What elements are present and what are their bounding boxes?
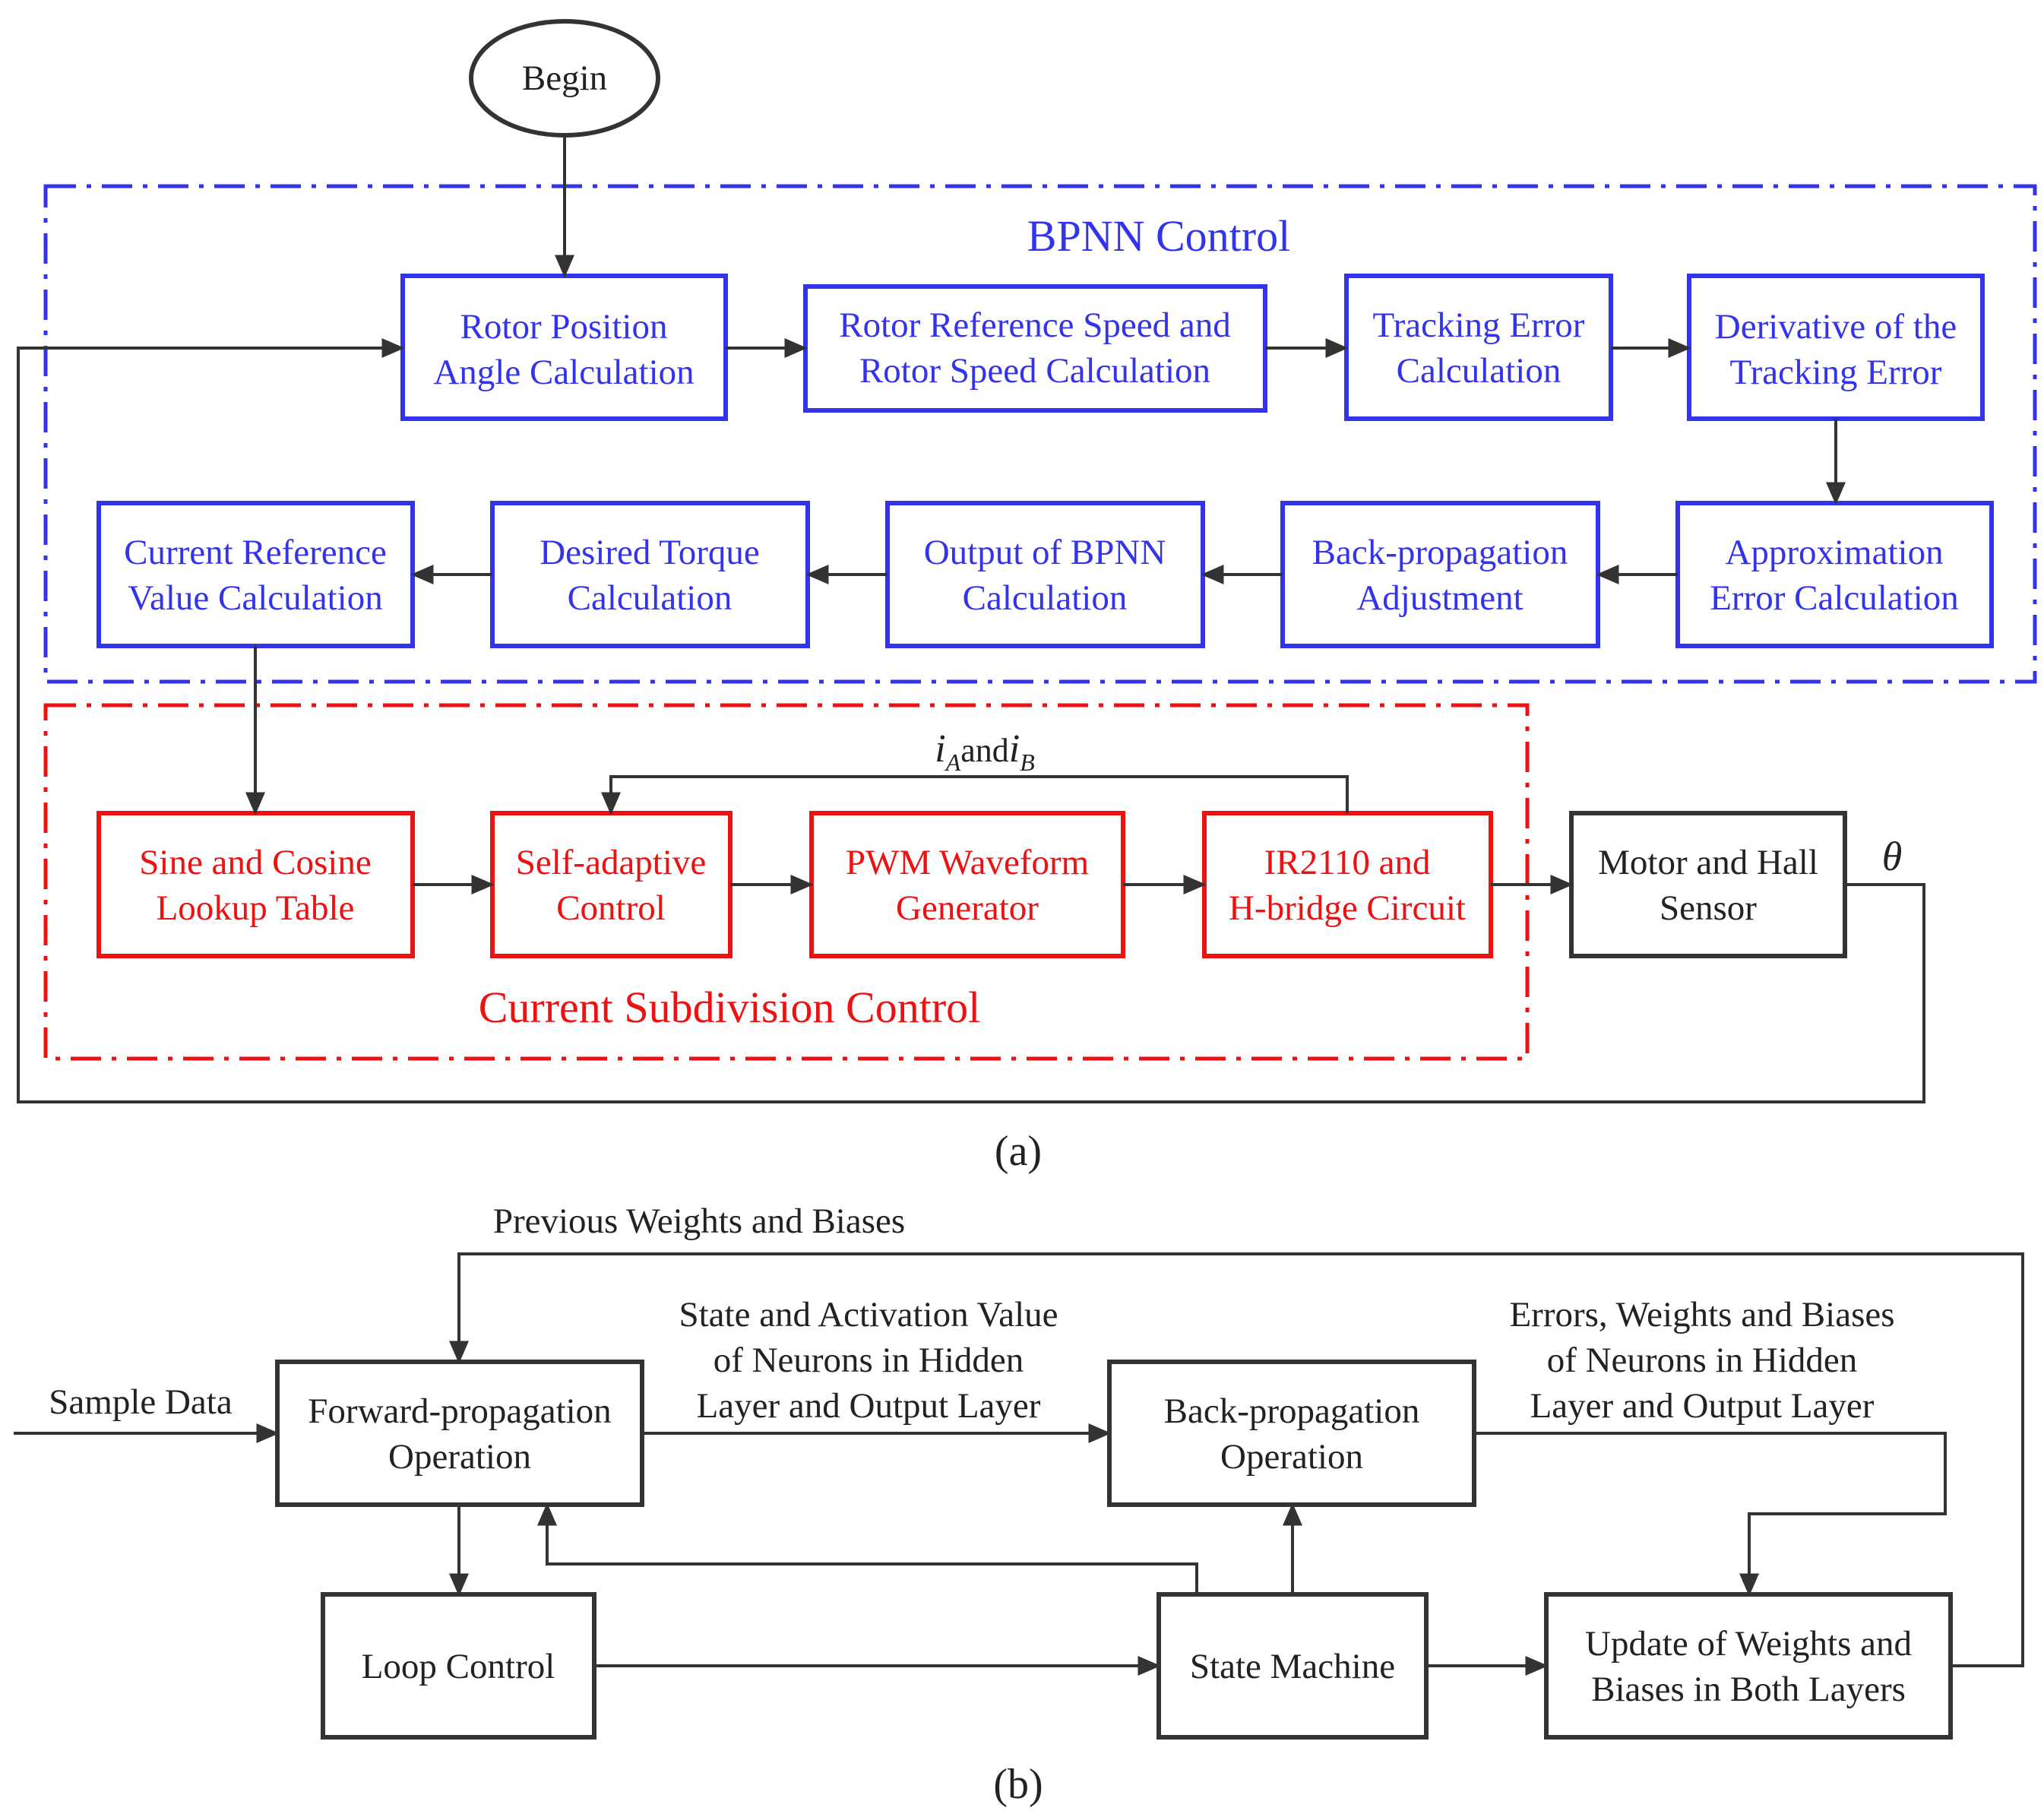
svg-text:Desired Torque: Desired Torque (539, 533, 760, 572)
back-propagation-operation-box: Back-propagation Operation (1107, 1360, 1476, 1507)
svg-text:Output of BPNN: Output of BPNN (924, 533, 1166, 572)
svg-text:Lookup Table: Lookup Table (157, 888, 355, 928)
previous-weights-label: Previous Weights and Biases (493, 1201, 905, 1241)
svg-text:Calculation: Calculation (1397, 351, 1561, 391)
bpnn-control-title: BPNN Control (1027, 211, 1290, 261)
loop-control-box: Loop Control (321, 1592, 596, 1740)
svg-text:Biases in Both Layers: Biases in Both Layers (1591, 1670, 1906, 1709)
current-subdivision-region (43, 703, 1530, 1061)
errors-weights-label-line3: Layer and Output Layer (1530, 1386, 1875, 1426)
svg-text:Sine and Cosine: Sine and Cosine (139, 843, 371, 882)
approximation-error-box: Approximation Error Calculation (1675, 501, 1994, 648)
state-activation-label-line3: Layer and Output Layer (697, 1386, 1041, 1426)
part-b-connectors (14, 1252, 2024, 1676)
svg-text:Angle Calculation: Angle Calculation (433, 353, 694, 392)
rotor-speed-box: Rotor Reference Speed and Rotor Speed Ca… (803, 284, 1267, 413)
errors-weights-label-line2: of Neurons in Hidden (1547, 1341, 1858, 1380)
svg-text:Back-propagation: Back-propagation (1164, 1391, 1420, 1431)
begin-node: Begin (469, 19, 660, 138)
svg-text:Calculation: Calculation (963, 578, 1128, 618)
svg-text:Control: Control (556, 888, 666, 928)
sine-cosine-box: Sine and Cosine Lookup Table (97, 811, 415, 958)
rotor-position-box: Rotor Position Angle Calculation (400, 274, 728, 421)
svg-text:Calculation: Calculation (568, 578, 732, 618)
svg-text:Motor and Hall: Motor and Hall (1598, 843, 1818, 882)
forward-propagation-box: Forward-propagation Operation (275, 1360, 644, 1507)
motor-hall-sensor-box: Motor and Hall Sensor (1569, 811, 1847, 958)
current-reference-box: Current Reference Value Calculation (97, 501, 415, 648)
svg-text:Update of Weights and: Update of Weights and (1585, 1624, 1912, 1664)
svg-text:Approximation: Approximation (1725, 533, 1943, 572)
svg-text:Derivative of the: Derivative of the (1715, 307, 1957, 347)
svg-text:Generator: Generator (896, 888, 1039, 928)
begin-label: Begin (522, 59, 607, 98)
backprop-adjustment-box: Back-propagation Adjustment (1280, 501, 1600, 648)
svg-text:IR2110 and: IR2110 and (1264, 843, 1431, 882)
svg-text:Adjustment: Adjustment (1356, 578, 1523, 618)
svg-text:Sensor: Sensor (1660, 888, 1757, 928)
svg-text:Operation: Operation (388, 1437, 531, 1477)
errors-weights-label-line1: Errors, Weights and Biases (1509, 1295, 1894, 1334)
svg-text:Forward-propagation: Forward-propagation (308, 1391, 611, 1431)
desired-torque-box: Desired Torque Calculation (490, 501, 810, 648)
sample-data-label: Sample Data (49, 1382, 233, 1422)
derivative-box: Derivative of the Tracking Error (1687, 274, 1985, 421)
pwm-generator-box: PWM Waveform Generator (809, 811, 1125, 958)
svg-text:Rotor Speed Calculation: Rotor Speed Calculation (859, 351, 1210, 391)
bpnn-control-region (43, 184, 2037, 684)
svg-text:Value Calculation: Value Calculation (128, 578, 382, 618)
state-activation-label-line1: State and Activation Value (679, 1295, 1058, 1334)
svg-text:Tracking Error: Tracking Error (1373, 305, 1585, 345)
svg-text:Loop Control: Loop Control (362, 1647, 555, 1686)
svg-text:Operation: Operation (1220, 1437, 1363, 1477)
state-machine-box: State Machine (1156, 1592, 1429, 1740)
svg-text:Rotor Position: Rotor Position (460, 307, 668, 347)
caption-a: (a) (995, 1128, 1042, 1175)
current-feedback-label: iAandiB (935, 727, 1035, 776)
state-activation-label-line2: of Neurons in Hidden (714, 1341, 1024, 1380)
svg-text:PWM Waveform: PWM Waveform (846, 843, 1089, 882)
svg-text:H-bridge Circuit: H-bridge Circuit (1229, 888, 1466, 928)
svg-text:Current Reference: Current Reference (124, 533, 387, 572)
theta-label: θ (1882, 834, 1903, 879)
part-a-connectors (17, 135, 1925, 1103)
update-weights-box: Update of Weights and Biases in Both Lay… (1544, 1592, 1953, 1740)
tracking-error-box: Tracking Error Calculation (1344, 274, 1613, 421)
svg-text:Error Calculation: Error Calculation (1710, 578, 1959, 618)
svg-text:Tracking Error: Tracking Error (1730, 353, 1942, 392)
caption-b: (b) (993, 1761, 1043, 1808)
svg-text:Rotor Reference Speed and: Rotor Reference Speed and (839, 305, 1231, 345)
svg-text:State Machine: State Machine (1190, 1647, 1395, 1686)
ir2110-box: IR2110 and H-bridge Circuit (1202, 811, 1493, 958)
output-bpnn-box: Output of BPNN Calculation (885, 501, 1205, 648)
current-subdivision-title: Current Subdivision Control (479, 983, 981, 1032)
svg-text:Self-adaptive: Self-adaptive (516, 843, 707, 882)
self-adaptive-box: Self-adaptive Control (490, 811, 732, 958)
svg-text:Back-propagation: Back-propagation (1312, 533, 1568, 572)
